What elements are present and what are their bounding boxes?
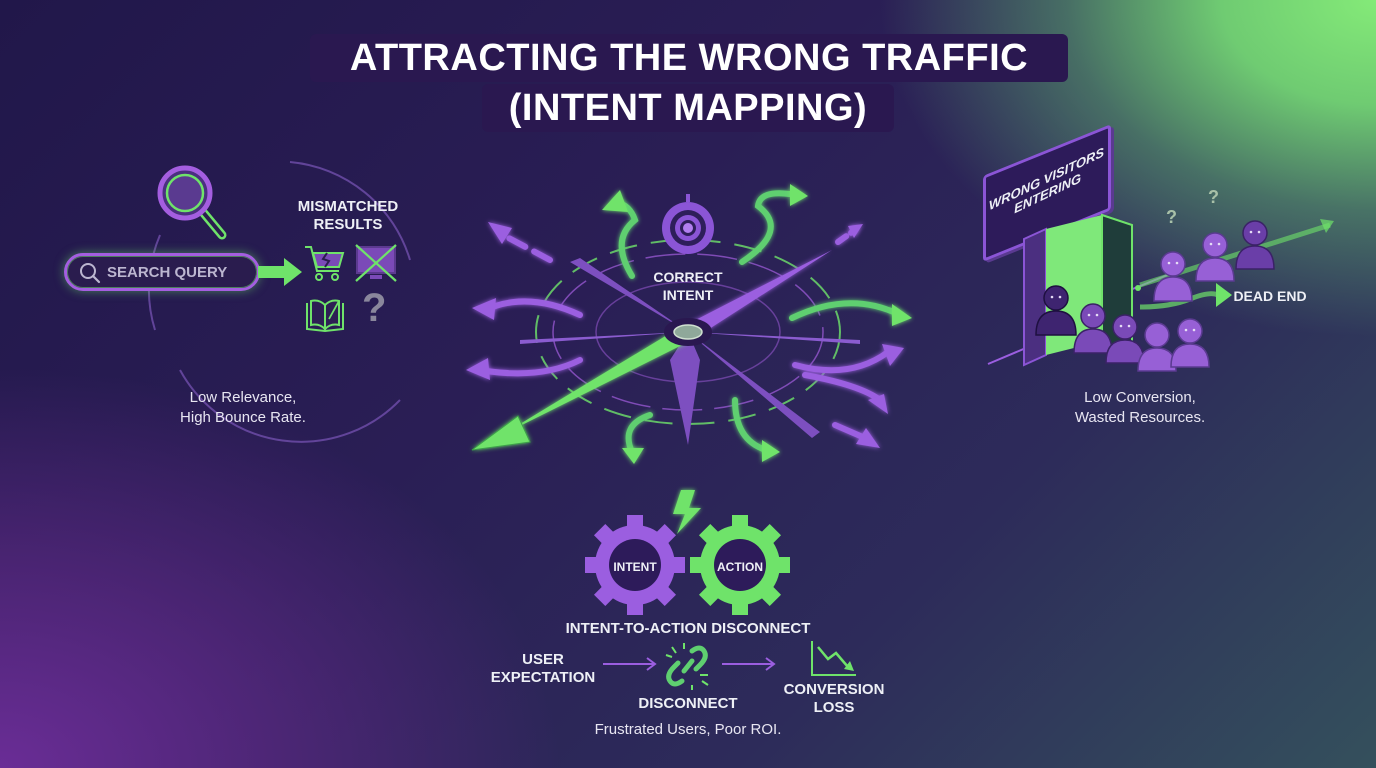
question-mark-icon: ?	[362, 286, 387, 330]
bottom-caption: Frustrated Users, Poor ROI.	[594, 721, 782, 738]
compass-diagram	[466, 184, 912, 464]
intent-gear-icon	[585, 515, 685, 615]
mismatched-results-heading: MISMATCHED RESULTS	[297, 198, 399, 233]
question-mark-icon: ?	[1166, 207, 1177, 227]
open-book-icon	[306, 299, 344, 333]
title-line-1: ATTRACTING THE WRONG TRAFFIC	[310, 34, 1068, 82]
search-query-text: SEARCH QUERY	[107, 264, 228, 281]
user-expectation-label: USER EXPECTATION	[490, 651, 596, 686]
correct-intent-label: CORRECT INTENT	[653, 269, 723, 303]
title-line-2: (INTENT MAPPING)	[482, 84, 894, 132]
gears-diagram	[585, 490, 790, 615]
search-query-bar[interactable]: SEARCH QUERY	[64, 253, 260, 291]
arrow-right-icon	[603, 657, 657, 671]
disconnect-heading: INTENT-TO-ACTION DISCONNECT	[565, 620, 811, 637]
crossed-monitor-icon	[355, 244, 397, 282]
left-caption: Low Relevance, High Bounce Rate.	[180, 389, 306, 426]
magnifier-icon	[157, 165, 227, 240]
dead-end-label: DEAD END	[1233, 288, 1307, 304]
search-icon	[80, 263, 101, 284]
target-icon	[662, 194, 714, 254]
arrow-right-icon	[722, 657, 776, 671]
visitors-group	[1035, 220, 1275, 372]
action-gear-label: ACTION	[717, 560, 763, 574]
lightning-icon	[673, 490, 701, 534]
intent-gear-label: INTENT	[613, 560, 657, 574]
person-icon	[1035, 285, 1077, 336]
question-mark-icon: ?	[1208, 187, 1219, 207]
declining-chart-icon	[811, 641, 856, 676]
action-gear-icon	[690, 515, 790, 615]
conversion-loss-label: CONVERSION LOSS	[783, 681, 885, 716]
broken-cart-icon	[305, 246, 345, 281]
broken-link-icon	[665, 643, 709, 690]
search-arrow-icon	[258, 258, 302, 286]
right-caption: Low Conversion, Wasted Resources.	[1074, 389, 1206, 426]
disconnect-label: DISCONNECT	[638, 695, 738, 712]
